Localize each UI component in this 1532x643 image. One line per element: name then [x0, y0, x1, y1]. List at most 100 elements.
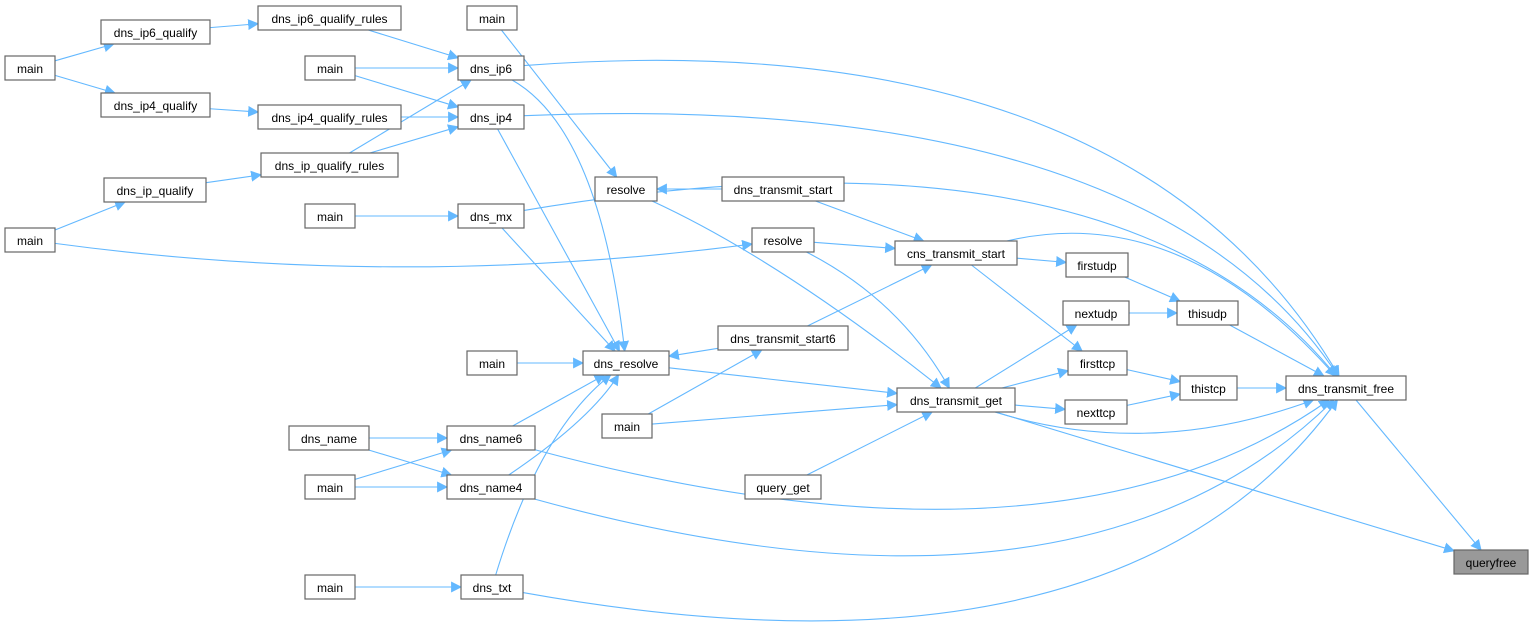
node-firsttcp[interactable]: firsttcp [1067, 350, 1128, 376]
edge-dns_txt-to-dns_transmit_free [522, 399, 1338, 622]
edge-nexttcp-to-thistcp [1126, 390, 1182, 406]
edge-dns_mx-to-dns_resolve [501, 227, 616, 352]
node-box [446, 425, 536, 451]
node-dns-name4[interactable]: dns_name4 [446, 474, 536, 500]
node-dns-ip6-qualify[interactable]: dns_ip6_qualify [100, 19, 211, 45]
edge-firstudp-to-thisudp [1124, 276, 1181, 303]
node-main-b[interactable]: main [466, 5, 518, 31]
node-thisudp[interactable]: thisudp [1176, 300, 1239, 326]
node-main-d[interactable]: main [4, 227, 56, 253]
node-thistcp[interactable]: thistcp [1179, 375, 1238, 401]
edge-dns_ip4-to-dns_resolve [497, 128, 620, 352]
node-label: query_get [756, 481, 810, 495]
node-box [466, 5, 518, 31]
edge-dns_mx-to-dns_transmit_free [523, 182, 1337, 377]
node-resolve-b[interactable]: resolve [751, 227, 815, 253]
edge-dns_resolve-to-dns_transmit_get [668, 367, 899, 398]
node-box [894, 240, 1018, 266]
node-box [1067, 350, 1128, 376]
edge-dns_name4-to-dns_transmit_free [534, 399, 1335, 557]
edge-dns_transmit_get-to-nexttcp [1014, 403, 1067, 414]
node-dns-txt[interactable]: dns_txt [460, 574, 524, 600]
node-dns-ip4-qualify-rules[interactable]: dns_ip4_qualify_rules [257, 104, 402, 130]
edge-main_h-to-dns_name6 [354, 447, 453, 480]
node-box [4, 227, 56, 253]
node-query-get[interactable]: query_get [744, 474, 822, 500]
node-label: cns_transmit_start [907, 247, 1006, 261]
node-dns-ip-qualify[interactable]: dns_ip_qualify [103, 177, 207, 203]
node-dns-resolve[interactable]: dns_resolve [582, 350, 670, 376]
node-dns-name6[interactable]: dns_name6 [446, 425, 536, 451]
node-main-c[interactable]: main [304, 55, 356, 81]
edges [54, 19, 1482, 622]
node-dns-transmit-get[interactable]: dns_transmit_get [896, 387, 1016, 413]
node-label: dns_ip4_qualify_rules [271, 111, 387, 125]
edge-dns_transmit_get-to-nextudp [975, 324, 1078, 389]
node-resolve-a[interactable]: resolve [594, 176, 658, 202]
node-label: dns_transmit_get [910, 394, 1003, 408]
node-label: thisudp [1188, 307, 1227, 321]
edge-dns_ip4-to-dns_transmit_free [523, 113, 1339, 377]
edge-resolve_b-to-cns_transmit_start [813, 241, 897, 254]
node-main-a[interactable]: main [4, 55, 56, 81]
node-main-f[interactable]: main [466, 350, 518, 376]
node-dns-ip-qualify-rules[interactable]: dns_ip_qualify_rules [260, 152, 399, 178]
node-main-i[interactable]: main [304, 574, 356, 600]
edge-main_c-to-dns_ip4 [354, 75, 460, 110]
node-nextudp[interactable]: nextudp [1062, 300, 1130, 326]
node-nexttcp[interactable]: nexttcp [1064, 399, 1128, 425]
node-box [100, 19, 211, 45]
node-dns-transmit-start6[interactable]: dns_transmit_start6 [717, 325, 849, 351]
node-main-h[interactable]: main [304, 474, 356, 500]
node-box [1453, 549, 1529, 575]
node-dns-name[interactable]: dns_name [288, 425, 370, 451]
node-label: firstudp [1077, 259, 1117, 273]
node-dns-transmit-free[interactable]: dns_transmit_free [1285, 375, 1407, 401]
edge-main_g-to-dns_transmit_start6 [648, 349, 763, 415]
node-label: dns_txt [473, 581, 512, 595]
edge-resolve_b-to-dns_transmit_get [806, 251, 950, 389]
node-main-g[interactable]: main [601, 413, 653, 439]
edge-dns_transmit_start6-to-cns_transmit_start [807, 264, 933, 327]
node-cns-transmit-start[interactable]: cns_transmit_start [894, 240, 1018, 266]
edge-cns_transmit_start-to-firsttcp [971, 264, 1083, 352]
node-label: main [317, 62, 343, 76]
node-label: dns_ip6 [470, 62, 512, 76]
node-label: resolve [764, 234, 803, 248]
node-dns-ip4[interactable]: dns_ip4 [457, 104, 525, 130]
edge-dns_ip_qualify_rules-to-dns_ip6 [349, 79, 472, 154]
node-queryfree[interactable]: queryfree [1453, 549, 1529, 575]
edge-main_d-to-dns_ip_qualify [54, 200, 127, 231]
node-dns-ip6[interactable]: dns_ip6 [457, 55, 525, 81]
edge-main_b-to-resolve_a [500, 29, 618, 178]
edge-main_d-to-resolve_b [54, 239, 754, 268]
edge-dns_transmit_get-to-firsttcp [1001, 367, 1070, 389]
node-label: dns_transmit_start [734, 183, 833, 197]
node-box [257, 5, 402, 31]
node-box [457, 104, 525, 130]
node-dns-transmit-start[interactable]: dns_transmit_start [721, 176, 845, 202]
node-box [457, 203, 525, 229]
node-box [594, 176, 658, 202]
node-box [1064, 399, 1128, 425]
node-label: main [17, 234, 43, 248]
node-label: dns_ip6_qualify_rules [271, 12, 387, 26]
node-label: main [479, 12, 505, 26]
node-dns-ip4-qualify[interactable]: dns_ip4_qualify [100, 92, 211, 118]
edge-firsttcp-to-thistcp [1126, 369, 1182, 385]
edge-main_a-to-dns_ip4_qualify [54, 74, 116, 96]
edge-dns_ip6_qualify_rules-to-dns_ip6 [368, 29, 460, 61]
edge-dns_ip6_qualify-to-dns_ip6_qualify_rules [209, 19, 260, 31]
node-box [304, 474, 356, 500]
node-firstudp[interactable]: firstudp [1065, 252, 1129, 278]
node-label: dns_transmit_free [1298, 382, 1394, 396]
node-dns-mx[interactable]: dns_mx [457, 203, 525, 229]
node-dns-ip6-qualify-rules[interactable]: dns_ip6_qualify_rules [257, 5, 402, 31]
node-box [257, 104, 402, 130]
node-main-e[interactable]: main [304, 203, 356, 229]
edge-dns_name6-to-dns_transmit_free [534, 399, 1330, 510]
edge-dns_name6-to-dns_resolve [512, 374, 606, 427]
node-box [100, 92, 211, 118]
edge-dns_ip4_qualify-to-dns_ip4_qualify_rules [209, 105, 260, 117]
node-label: dns_ip4_qualify [114, 99, 197, 113]
